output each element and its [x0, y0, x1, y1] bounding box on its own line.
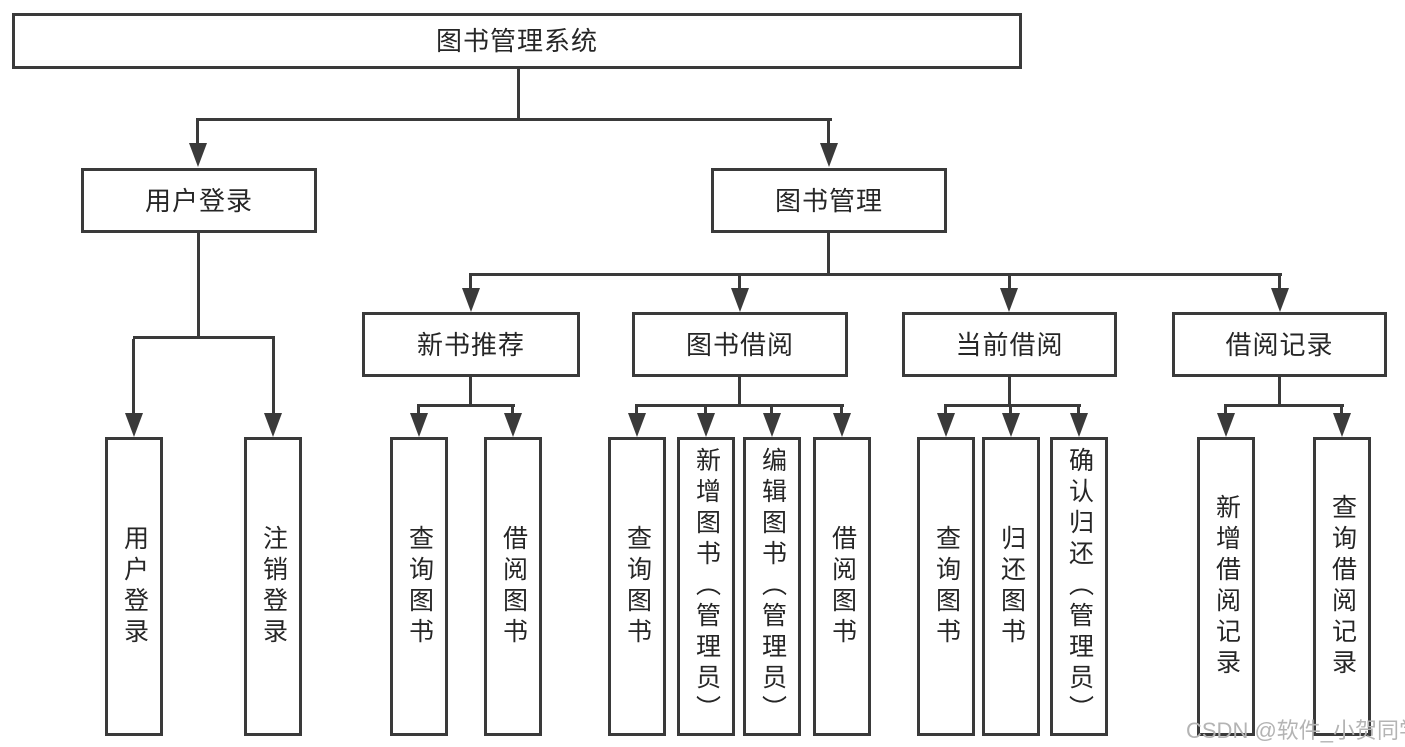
leaf-edit-book-admin: 编辑图书（管理员） — [743, 437, 801, 736]
leaf-confirm-return-admin: 确认归还（管理员） — [1050, 437, 1108, 736]
arrowhead-borrow-records — [1271, 288, 1289, 312]
arrowhead-book-management — [820, 143, 838, 167]
connector-group4-leaf2-stub — [1340, 407, 1343, 415]
connector-group3-leaf2-stub — [1009, 407, 1012, 415]
leaf-query-borrow-record-label: 查询借阅记录 — [1328, 493, 1357, 680]
connector-group3-leaf3-stub — [1077, 407, 1080, 415]
leaf-edit-book-admin-label: 编辑图书（管理员） — [758, 447, 787, 726]
arrowhead-book-borrow — [731, 288, 749, 312]
connector-group2-stub — [738, 276, 741, 290]
connector-group3-stem — [1008, 377, 1011, 407]
node-book-borrow-label: 图书借阅 — [685, 329, 794, 360]
leaf-current-query-books: 查询图书 — [917, 437, 975, 736]
connector-root-stem — [517, 68, 520, 120]
connector-login-stem — [197, 233, 200, 339]
connector-login-leaf1-stub — [132, 339, 135, 413]
connector-group1-rail — [417, 404, 515, 407]
arrowhead-login-leaf2 — [264, 413, 282, 437]
leaf-add-borrow-record-label: 新增借阅记录 — [1212, 493, 1241, 680]
connector-login-stub — [196, 121, 199, 145]
node-current-borrow-label: 当前借阅 — [955, 329, 1064, 360]
node-book-management-label: 图书管理 — [774, 185, 883, 216]
leaf-confirm-return-admin-label: 确认归还（管理员） — [1065, 447, 1094, 726]
leaf-add-book-admin-label: 新增图书（管理员） — [692, 447, 721, 726]
arrowhead-group3-leaf2 — [1002, 413, 1020, 437]
connector-login-rail — [133, 336, 275, 339]
leaf-user-login: 用户登录 — [105, 437, 163, 736]
node-root: 图书管理系统 — [12, 13, 1022, 69]
connector-group2-leaf1-stub — [635, 407, 638, 415]
arrowhead-group1-leaf1 — [410, 413, 428, 437]
csdn-watermark: CSDN @软件_小贺同学 — [1186, 718, 1405, 743]
connector-management-stub — [827, 121, 830, 145]
connector-level3-rail — [469, 273, 1282, 276]
connector-group1-leaf2-stub — [511, 407, 514, 415]
connector-group4-leaf1-stub — [1224, 407, 1227, 415]
leaf-borrow-query-books-label: 查询图书 — [623, 524, 652, 649]
node-book-management: 图书管理 — [711, 168, 947, 233]
arrowhead-group1-leaf2 — [504, 413, 522, 437]
leaf-recommend-query-books-label: 查询图书 — [405, 524, 434, 649]
leaf-recommend-borrow-books-label: 借阅图书 — [499, 524, 528, 649]
arrowhead-user-login — [189, 143, 207, 167]
connector-group1-stem — [469, 377, 472, 407]
connector-group2-leaf2-stub — [704, 407, 707, 415]
leaf-borrow-books: 借阅图书 — [813, 437, 871, 736]
node-new-book-recommend-label: 新书推荐 — [416, 329, 525, 360]
arrowhead-group3-leaf1 — [937, 413, 955, 437]
leaf-logout-label: 注销登录 — [259, 524, 288, 649]
node-borrow-records: 借阅记录 — [1172, 312, 1387, 377]
leaf-add-book-admin: 新增图书（管理员） — [677, 437, 735, 736]
connector-group4-rail — [1224, 404, 1344, 407]
leaf-return-book-label: 归还图书 — [997, 524, 1026, 649]
connector-group4-stub — [1278, 276, 1281, 290]
arrowhead-group4-leaf1 — [1217, 413, 1235, 437]
leaf-add-borrow-record: 新增借阅记录 — [1197, 437, 1255, 736]
connector-group3-leaf1-stub — [944, 407, 947, 415]
connector-group2-leaf3-stub — [770, 407, 773, 415]
leaf-recommend-query-books: 查询图书 — [390, 437, 448, 736]
arrowhead-group3-leaf3 — [1070, 413, 1088, 437]
node-book-borrow: 图书借阅 — [632, 312, 848, 377]
node-new-book-recommend: 新书推荐 — [362, 312, 580, 377]
arrowhead-current-borrow — [1000, 288, 1018, 312]
connector-management-stem — [827, 233, 830, 276]
leaf-current-query-books-label: 查询图书 — [932, 524, 961, 649]
connector-group2-rail — [635, 404, 844, 407]
arrowhead-group4-leaf2 — [1333, 413, 1351, 437]
leaf-borrow-books-label: 借阅图书 — [828, 524, 857, 649]
connector-group2-leaf4-stub — [840, 407, 843, 415]
connector-group3-stub — [1008, 276, 1011, 290]
node-current-borrow: 当前借阅 — [902, 312, 1117, 377]
leaf-borrow-query-books: 查询图书 — [608, 437, 666, 736]
arrowhead-new-book-recommend — [462, 288, 480, 312]
leaf-logout: 注销登录 — [244, 437, 302, 736]
arrowhead-login-leaf1 — [125, 413, 143, 437]
connector-group4-stem — [1278, 377, 1281, 407]
leaf-return-book: 归还图书 — [982, 437, 1040, 736]
connector-group1-stub — [469, 276, 472, 290]
leaf-user-login-label: 用户登录 — [120, 524, 149, 649]
connector-group3-rail — [944, 404, 1081, 407]
connector-level1-rail — [196, 118, 832, 121]
leaf-recommend-borrow-books: 借阅图书 — [484, 437, 542, 736]
node-user-login: 用户登录 — [81, 168, 317, 233]
connector-group2-stem — [738, 377, 741, 407]
connector-login-leaf2-stub — [272, 339, 275, 413]
arrowhead-group2-leaf3 — [763, 413, 781, 437]
connector-group1-leaf1-stub — [417, 407, 420, 415]
node-root-label: 图书管理系统 — [435, 26, 598, 56]
leaf-query-borrow-record: 查询借阅记录 — [1313, 437, 1371, 736]
arrowhead-group2-leaf2 — [697, 413, 715, 437]
node-borrow-records-label: 借阅记录 — [1225, 329, 1334, 360]
arrowhead-group2-leaf4 — [833, 413, 851, 437]
node-user-login-label: 用户登录 — [144, 185, 253, 216]
arrowhead-group2-leaf1 — [628, 413, 646, 437]
